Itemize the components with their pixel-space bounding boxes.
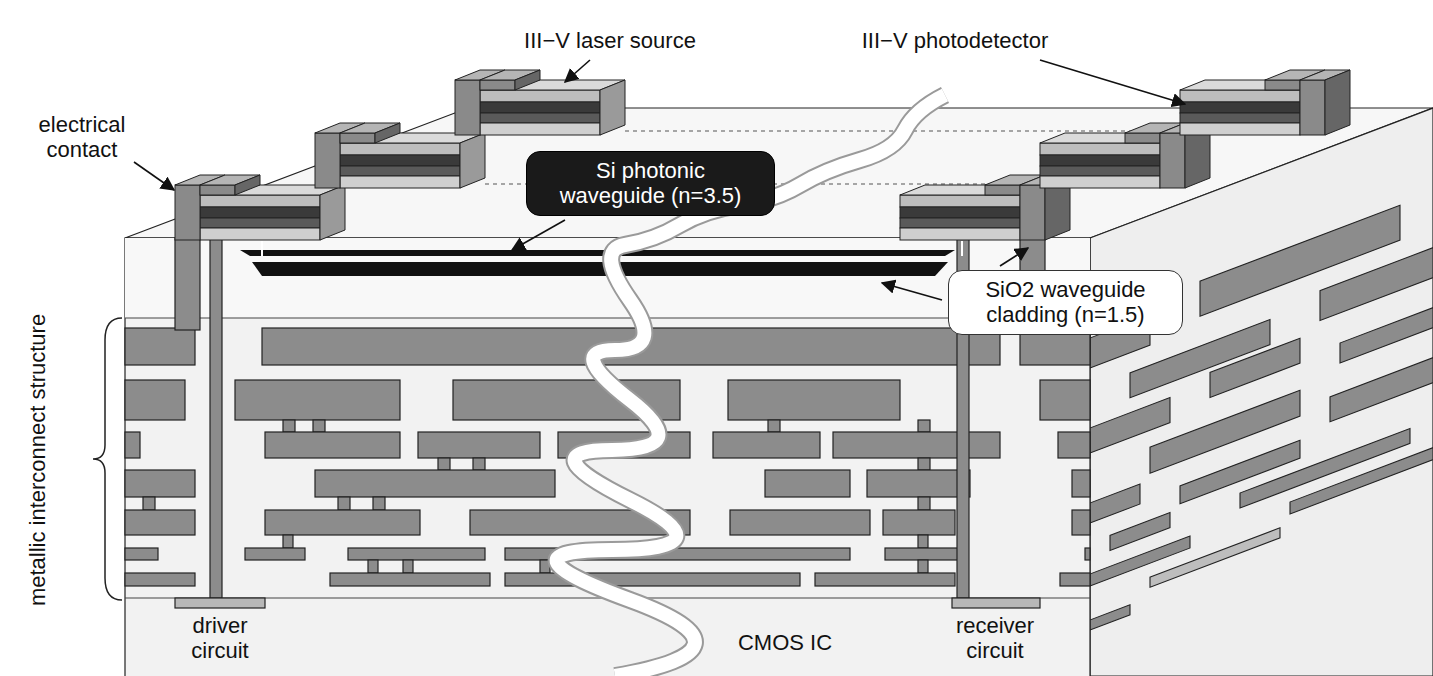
chip-side-face [1090, 108, 1433, 676]
metal-interconnect [833, 432, 1000, 458]
metal-interconnect [918, 560, 928, 573]
leader-arrow [1000, 248, 1028, 266]
metal-interconnect [283, 535, 293, 548]
brace [93, 318, 122, 600]
part-label: electrical contact [25, 112, 140, 163]
chip-side-face [1090, 484, 1140, 523]
leader-arrow [1040, 60, 1185, 104]
photodetector [900, 70, 1350, 240]
metal-interconnect [348, 548, 485, 560]
metal-interconnect [1040, 380, 1090, 420]
leader-arrow [134, 162, 174, 190]
metal-interconnect [1072, 470, 1090, 497]
callout-box: SiO2 waveguide cladding (n=1.5) [948, 270, 1183, 335]
metal-interconnect [338, 497, 350, 510]
contact-via [210, 238, 222, 598]
metal-interconnect [1072, 510, 1090, 535]
chip-side-face [1340, 308, 1433, 363]
chip-side-face [1320, 248, 1433, 321]
coupling-arrow [961, 241, 963, 256]
circuit-label: receiver circuit [945, 613, 1045, 664]
waveguide-core [240, 250, 955, 276]
metal-interconnect [125, 548, 158, 560]
waveguide-core [252, 262, 948, 276]
metal-interconnect [918, 535, 928, 548]
chip-side-face [1110, 513, 1170, 551]
chip-label: CMOS IC [738, 630, 832, 655]
metal-interconnect [473, 458, 485, 470]
part-label: III−V laser source [524, 28, 696, 53]
waveguide-core [240, 250, 955, 256]
metal-interconnect [125, 470, 195, 497]
metal-interconnect [143, 497, 155, 510]
callout-text: SiO2 waveguide cladding (n=1.5) [963, 277, 1168, 328]
metal-interconnect [505, 573, 800, 586]
chip-side-face [1290, 448, 1433, 514]
metal-interconnect [730, 510, 870, 535]
metal-interconnect [330, 573, 490, 586]
part-label: III−V photodetector [862, 28, 1049, 53]
bracket-label: metallic interconnect structure [25, 314, 50, 606]
callout-text: Si photonic waveguide (n=3.5) [543, 158, 758, 209]
metal-interconnect [765, 470, 850, 497]
contact-via [175, 238, 200, 330]
chip-side-face [1210, 338, 1300, 397]
metal-interconnect [403, 560, 413, 573]
leader-arrow [512, 220, 565, 250]
chip-side-face [1090, 536, 1190, 586]
laser-source [455, 70, 625, 135]
metal-interconnect [265, 510, 420, 535]
metal-interconnect [283, 420, 295, 432]
metal-interconnect [125, 432, 140, 458]
metal-interconnect [768, 420, 780, 432]
metal-interconnect [315, 470, 555, 497]
metal-interconnect [918, 458, 930, 470]
circuit-pad [175, 598, 265, 608]
metal-interconnect [713, 432, 820, 458]
metal-interconnect [265, 432, 400, 458]
metal-interconnect [125, 328, 195, 365]
metal-interconnect [1060, 573, 1090, 586]
metal-interconnect [125, 573, 195, 586]
callout-box: Si photonic waveguide (n=3.5) [526, 151, 775, 216]
metal-interconnect [313, 420, 325, 432]
leader-arrow [565, 60, 590, 82]
metal-interconnect [867, 470, 970, 497]
metal-interconnect [235, 380, 400, 420]
chip-side-face [1150, 528, 1280, 587]
chip-side-face [1090, 193, 1433, 630]
chip-side-face [1090, 605, 1130, 630]
metal-interconnect [368, 560, 378, 573]
metal-interconnect [418, 432, 540, 458]
metal-interconnect [125, 380, 185, 420]
metal-interconnect [1085, 548, 1090, 560]
circuit-pad [952, 598, 1040, 608]
photodetector [1180, 70, 1350, 135]
metal-interconnect [885, 548, 960, 560]
chip-side-face [1090, 108, 1433, 676]
chip-front-face [125, 318, 1090, 319]
metal-interconnect [918, 497, 930, 510]
metal-interconnect [883, 510, 955, 535]
metal-interconnect [815, 573, 955, 586]
metal-interconnect [245, 548, 305, 560]
chip-side-face [1330, 358, 1433, 422]
circuit-label: driver circuit [175, 613, 265, 664]
metal-interconnect [125, 510, 195, 535]
metal-interconnect [918, 420, 930, 432]
coupling-arrow [261, 241, 263, 256]
leader-arrow [134, 60, 1185, 300]
metal-interconnect [438, 458, 450, 470]
leader-arrow [882, 283, 942, 300]
metal-interconnect [1058, 432, 1090, 458]
metal-interconnect [728, 380, 900, 420]
metal-interconnect [373, 497, 385, 510]
